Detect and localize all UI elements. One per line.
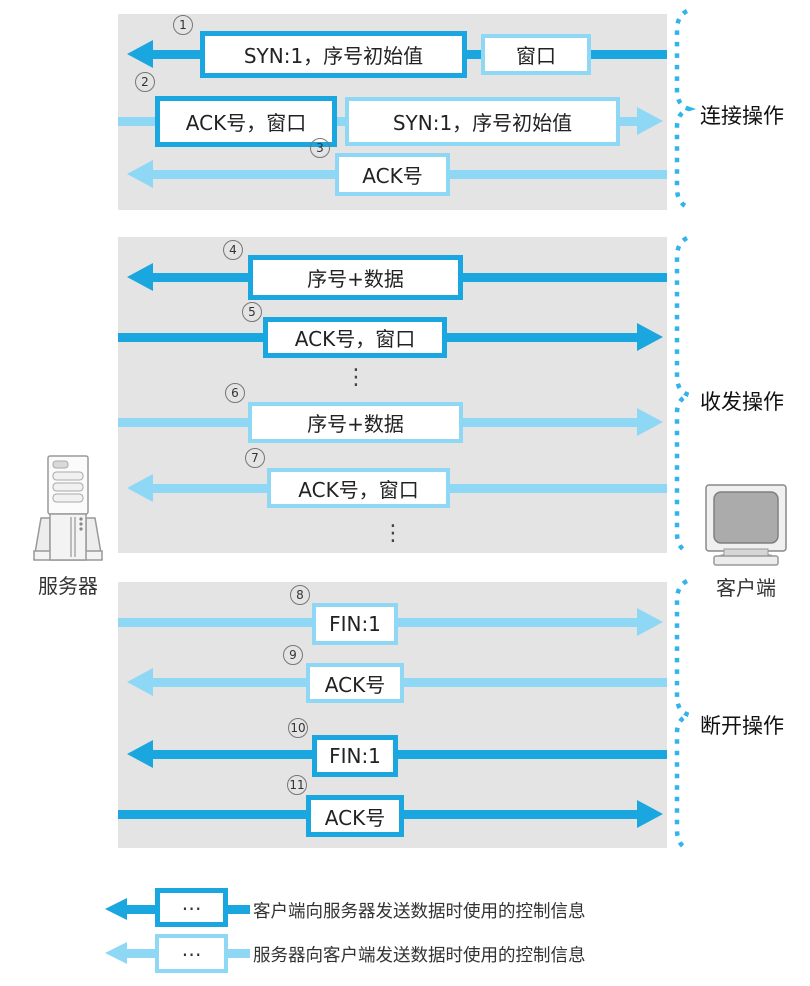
message-box: 序号+数据 bbox=[248, 255, 463, 300]
message-box: ACK号 bbox=[306, 663, 404, 703]
message-box: 序号+数据 bbox=[248, 402, 463, 443]
section-panel-disconnect: 8 FIN:1 9 ACK号 10 FIN:1 11 ACK号 bbox=[118, 582, 667, 848]
step-number-badge: 2 bbox=[135, 72, 155, 92]
message-box: SYN:1，序号初始值 bbox=[200, 31, 467, 78]
step-number-badge: 3 bbox=[310, 138, 330, 158]
message-box-label: FIN:1 bbox=[329, 744, 381, 768]
message-box-label: ACK号，窗口 bbox=[298, 477, 419, 502]
message-box: ACK号，窗口 bbox=[267, 468, 450, 508]
message-box: FIN:1 bbox=[312, 735, 398, 777]
step-number-badge: 9 bbox=[283, 645, 303, 665]
section-panel-connect: 1 SYN:1，序号初始值 窗口 2 ACK号，窗口 SYN:1，序号初始值 3… bbox=[118, 14, 667, 210]
step-number-badge: 6 bbox=[225, 383, 245, 403]
arrow-head-icon bbox=[127, 474, 153, 502]
message-box: 窗口 bbox=[481, 34, 591, 75]
message-box: SYN:1，序号初始值 bbox=[345, 97, 620, 146]
message-box-label: 窗口 bbox=[516, 44, 556, 68]
arrow-head-icon bbox=[127, 740, 153, 768]
message-box-label: 序号+数据 bbox=[307, 412, 404, 436]
client-icon bbox=[705, 484, 787, 566]
message-box-label: ACK号，窗口 bbox=[185, 111, 307, 135]
step-number-badge: 5 bbox=[242, 302, 262, 322]
arrow-head-icon bbox=[637, 107, 663, 135]
server-label: 服务器 bbox=[38, 574, 98, 598]
legend-box: ⋯ bbox=[155, 934, 228, 973]
message-box-label: 序号+数据 bbox=[307, 267, 404, 291]
message-box-label: FIN:1 bbox=[329, 612, 381, 636]
arrow-head-icon bbox=[127, 40, 153, 68]
server-icon bbox=[33, 455, 103, 561]
arrow-shaft bbox=[149, 750, 667, 759]
message-box: FIN:1 bbox=[312, 603, 398, 645]
message-box: ACK号 bbox=[335, 153, 450, 196]
section-panel-transfer: 4 序号+数据 5 ACK号，窗口 ⋮ 6 序号+数据 7 AC bbox=[118, 237, 667, 553]
section-label-transfer: 收发操作 bbox=[700, 390, 784, 414]
client-label: 客户端 bbox=[716, 576, 776, 600]
section-label-connect: 连接操作 bbox=[700, 104, 784, 128]
legend-box-ellipsis: ⋯ bbox=[181, 895, 202, 920]
legend-label: 服务器向客户端发送数据时使用的控制信息 bbox=[253, 946, 586, 966]
section-label-disconnect: 断开操作 bbox=[700, 714, 784, 738]
arrow-head-icon bbox=[637, 800, 663, 828]
message-box: ACK号 bbox=[306, 795, 404, 837]
step-number-badge: 7 bbox=[245, 448, 265, 468]
arrow-head-icon bbox=[127, 668, 153, 696]
message-box-label: ACK号 bbox=[324, 805, 386, 830]
section-brace-icon bbox=[674, 578, 697, 852]
arrow-head-icon bbox=[637, 608, 663, 636]
legend-box-ellipsis: ⋯ bbox=[181, 941, 202, 966]
arrow-head-icon bbox=[105, 942, 127, 964]
message-box-label: SYN:1，序号初始值 bbox=[392, 111, 573, 135]
message-box-label: ACK号 bbox=[324, 672, 386, 697]
arrow-shaft bbox=[149, 678, 667, 687]
arrow-head-icon bbox=[105, 898, 127, 920]
message-box-label: SYN:1，序号初始值 bbox=[243, 44, 424, 68]
arrow-head-icon bbox=[127, 160, 153, 188]
message-box-label: ACK号，窗口 bbox=[294, 327, 416, 351]
vertical-ellipsis: ⋮ bbox=[382, 521, 404, 546]
legend-label: 客户端向服务器发送数据时使用的控制信息 bbox=[253, 902, 586, 922]
arrow-head-icon bbox=[637, 323, 663, 351]
step-number-badge: 4 bbox=[223, 240, 243, 260]
section-brace-icon bbox=[674, 8, 697, 210]
step-number-badge: 1 bbox=[173, 15, 193, 35]
step-number-badge: 8 bbox=[290, 585, 310, 605]
legend-box: ⋯ bbox=[155, 888, 228, 927]
message-box: ACK号，窗口 bbox=[263, 317, 447, 358]
step-number-badge: 11 bbox=[287, 775, 307, 795]
vertical-ellipsis: ⋮ bbox=[345, 365, 367, 390]
section-brace-icon bbox=[674, 235, 697, 555]
message-box-label: ACK号 bbox=[362, 164, 423, 188]
message-box: ACK号，窗口 bbox=[155, 96, 337, 147]
arrow-head-icon bbox=[637, 408, 663, 436]
arrow-head-icon bbox=[127, 263, 153, 291]
step-number-badge: 10 bbox=[288, 718, 308, 738]
